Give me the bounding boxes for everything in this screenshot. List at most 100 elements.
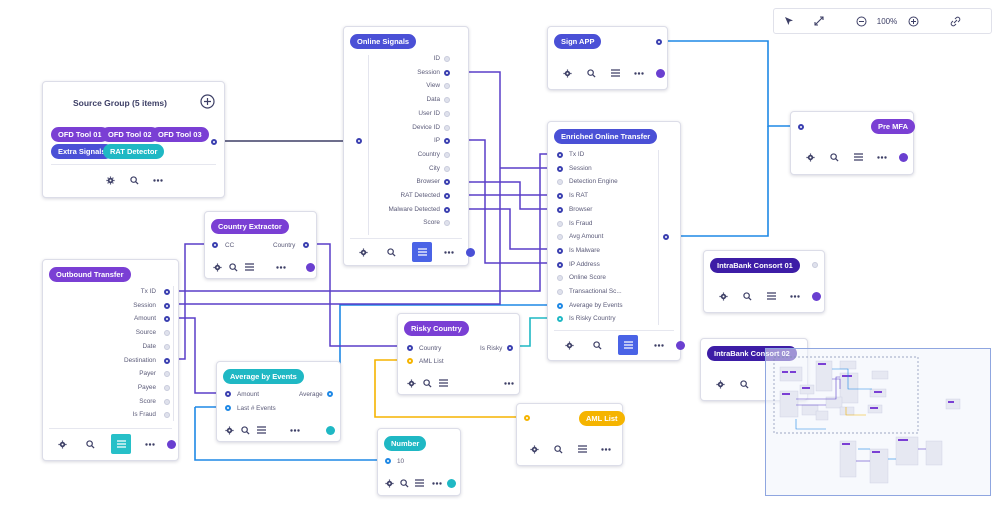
more-icon[interactable]	[442, 245, 456, 259]
more-icon[interactable]	[599, 442, 613, 456]
list-icon[interactable]	[254, 423, 268, 437]
input-port[interactable]	[356, 138, 362, 144]
list-icon[interactable]	[764, 289, 778, 303]
field-port[interactable]	[444, 138, 450, 145]
intrabank-consort-01-node[interactable]: IntraBank Consort 01	[703, 250, 825, 313]
search-icon[interactable]	[590, 338, 604, 352]
gear-icon[interactable]	[803, 150, 817, 164]
source-group-node[interactable]: Source Group (5 items) OFD Tool 01 OFD T…	[42, 81, 225, 198]
gear-icon[interactable]	[562, 338, 576, 352]
output-port[interactable]	[507, 345, 513, 351]
field-port[interactable]	[444, 220, 450, 227]
field-port[interactable]	[557, 302, 563, 309]
value-port[interactable]	[385, 458, 391, 464]
list-icon[interactable]	[412, 476, 426, 490]
gear-icon[interactable]	[404, 376, 418, 390]
field-port[interactable]	[444, 193, 450, 199]
more-icon[interactable]	[151, 173, 165, 187]
list-icon[interactable]	[436, 376, 450, 390]
input-port[interactable]	[212, 242, 218, 248]
gear-icon[interactable]	[382, 476, 396, 490]
more-icon[interactable]	[875, 150, 889, 164]
tag-ofd-tool-01[interactable]: OFD Tool 01	[51, 127, 109, 142]
more-icon[interactable]	[502, 376, 516, 390]
search-icon[interactable]	[551, 442, 565, 456]
input-port[interactable]	[812, 262, 818, 268]
sign-app-node[interactable]: Sign APP	[547, 26, 668, 90]
more-icon[interactable]	[430, 476, 444, 490]
search-icon[interactable]	[226, 260, 240, 274]
tag-extra-signals[interactable]: Extra Signals	[51, 144, 113, 159]
field-port[interactable]	[444, 206, 450, 213]
search-icon[interactable]	[127, 173, 141, 187]
output-port[interactable]	[524, 415, 530, 421]
field-port[interactable]	[444, 151, 450, 158]
field-port[interactable]	[164, 343, 170, 350]
field-port[interactable]	[164, 412, 170, 419]
search-icon[interactable]	[83, 437, 97, 451]
field-port[interactable]	[164, 384, 170, 391]
risky-country-node[interactable]: Risky Country Country Is Risky AML List	[397, 313, 520, 395]
more-icon[interactable]	[652, 338, 666, 352]
output-port[interactable]	[211, 139, 217, 145]
field-port[interactable]	[444, 165, 450, 172]
gear-icon[interactable]	[560, 66, 574, 80]
input-port[interactable]	[798, 124, 804, 130]
field-port[interactable]	[444, 83, 450, 90]
field-port[interactable]	[557, 179, 563, 186]
field-port[interactable]	[557, 261, 563, 268]
field-port[interactable]	[164, 330, 170, 337]
input-port-events[interactable]	[225, 405, 231, 411]
input-port-country[interactable]	[407, 345, 413, 351]
average-by-events-node[interactable]: Average by Events Amount Average Last # …	[216, 361, 341, 442]
pre-mfa-node[interactable]: Pre MFA	[790, 111, 916, 175]
field-port[interactable]	[557, 193, 563, 200]
search-icon[interactable]	[827, 150, 841, 164]
output-port[interactable]	[663, 234, 669, 240]
input-port-amount[interactable]	[225, 391, 231, 397]
add-icon[interactable]	[200, 94, 215, 114]
list-icon[interactable]	[851, 150, 865, 164]
field-port[interactable]	[444, 124, 450, 131]
fit-icon[interactable]	[808, 10, 830, 32]
number-value[interactable]: 10	[397, 458, 405, 465]
more-icon[interactable]	[788, 289, 802, 303]
more-icon[interactable]	[143, 437, 157, 451]
input-port-aml[interactable]	[407, 358, 413, 364]
tag-rat-detector[interactable]: RAT Detector	[103, 144, 165, 159]
list-icon[interactable]	[242, 260, 256, 274]
field-port[interactable]	[164, 302, 170, 309]
field-port[interactable]	[557, 247, 563, 254]
tag-ofd-tool-03[interactable]: OFD Tool 03	[151, 127, 209, 142]
output-port[interactable]	[327, 391, 333, 397]
field-port[interactable]	[557, 152, 563, 158]
list-icon[interactable]	[618, 335, 638, 355]
search-icon[interactable]	[737, 377, 751, 391]
field-port[interactable]	[164, 316, 170, 323]
search-icon[interactable]	[397, 476, 411, 490]
minimap[interactable]	[765, 348, 991, 496]
field-port[interactable]	[557, 165, 563, 172]
aml-list-node[interactable]: AML List	[516, 403, 625, 466]
gear-icon[interactable]	[527, 442, 541, 456]
link-icon[interactable]	[944, 10, 966, 32]
more-icon[interactable]	[274, 260, 288, 274]
tag-ofd-tool-02[interactable]: OFD Tool 02	[101, 127, 159, 142]
list-icon[interactable]	[111, 434, 131, 454]
number-node[interactable]: Number 10	[377, 428, 461, 496]
list-icon[interactable]	[608, 66, 622, 80]
pointer-icon[interactable]	[778, 10, 800, 32]
gear-icon[interactable]	[713, 377, 727, 391]
country-extractor-node[interactable]: Country Extractor CC Country	[204, 211, 317, 279]
field-port[interactable]	[444, 97, 450, 104]
field-port[interactable]	[444, 179, 450, 186]
field-port[interactable]	[444, 56, 450, 62]
field-port[interactable]	[164, 398, 170, 405]
field-port[interactable]	[557, 316, 563, 323]
search-icon[interactable]	[584, 66, 598, 80]
zoom-in-icon[interactable]	[902, 10, 924, 32]
search-icon[interactable]	[740, 289, 754, 303]
field-port[interactable]	[164, 289, 170, 295]
